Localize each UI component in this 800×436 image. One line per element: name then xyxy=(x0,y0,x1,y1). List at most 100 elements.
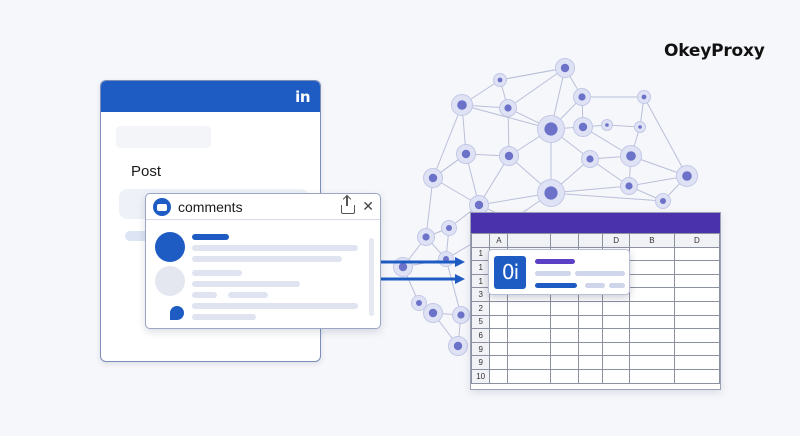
row-header[interactable]: 3 xyxy=(470,287,491,302)
grid-cell[interactable] xyxy=(578,368,604,384)
grid-cell[interactable] xyxy=(628,273,675,289)
table-row: 10 xyxy=(470,368,721,384)
grid-cell[interactable] xyxy=(628,260,675,275)
grid-cell[interactable] xyxy=(507,341,552,357)
grid-cell[interactable] xyxy=(628,341,675,357)
column-header[interactable]: B xyxy=(628,233,675,248)
grid-cell[interactable] xyxy=(673,287,721,302)
column-header[interactable] xyxy=(550,233,580,248)
grid-cell[interactable] xyxy=(628,368,675,384)
grid-cell[interactable] xyxy=(673,246,721,262)
grid-cell[interactable] xyxy=(578,300,604,316)
grid-cell[interactable] xyxy=(507,328,552,343)
arrow-head-icon xyxy=(455,257,465,267)
column-header[interactable]: D xyxy=(673,233,721,248)
grid-cell[interactable] xyxy=(602,328,630,343)
grid-cell[interactable] xyxy=(578,341,604,357)
grid-cell[interactable] xyxy=(489,314,509,330)
chat-bubble-icon xyxy=(170,306,184,320)
corner-cell xyxy=(470,233,491,248)
popup-line xyxy=(535,259,575,264)
grid-cell[interactable] xyxy=(628,287,675,302)
comment-author-line xyxy=(192,234,229,240)
grid-cell[interactable] xyxy=(602,314,630,330)
network-node xyxy=(544,122,558,136)
linkedin-logo: in xyxy=(295,88,310,106)
column-header[interactable] xyxy=(507,233,552,248)
grid-cell[interactable] xyxy=(507,314,552,330)
network-node xyxy=(586,155,594,163)
grid-cell[interactable] xyxy=(578,355,604,370)
grid-cell[interactable] xyxy=(673,355,721,370)
grid-cell[interactable] xyxy=(673,260,721,275)
grid-cell[interactable] xyxy=(489,300,509,316)
grid-cell[interactable] xyxy=(628,314,675,330)
column-header[interactable]: A xyxy=(489,233,509,248)
grid-cell[interactable] xyxy=(489,341,509,357)
comments-header: comments ✕ xyxy=(146,194,380,220)
grid-cell[interactable] xyxy=(602,300,630,316)
network-node xyxy=(578,122,588,132)
grid-cell[interactable] xyxy=(507,355,552,370)
flow-arrows xyxy=(381,257,465,284)
brand-logo: OkeyProxy xyxy=(664,41,765,61)
grid-cell[interactable] xyxy=(550,314,580,330)
grid-cell[interactable] xyxy=(602,341,630,357)
arrow-head-icon xyxy=(455,274,465,284)
comment-text-line xyxy=(192,245,358,251)
avatar xyxy=(155,232,185,262)
grid-cell[interactable] xyxy=(550,300,580,316)
network-node xyxy=(416,300,422,306)
grid-cell[interactable] xyxy=(673,341,721,357)
network-node xyxy=(428,173,438,183)
comment-text-line xyxy=(192,256,342,262)
network-node xyxy=(398,262,408,272)
row-header[interactable]: 6 xyxy=(470,328,491,343)
grid-cell[interactable] xyxy=(550,341,580,357)
grid-cell[interactable] xyxy=(489,328,509,343)
column-header[interactable]: D xyxy=(602,233,630,248)
grid-cell[interactable] xyxy=(628,246,675,262)
grid-cell[interactable] xyxy=(673,300,721,316)
table-row: 6 xyxy=(470,328,721,343)
grid-cell[interactable] xyxy=(628,300,675,316)
close-icon[interactable]: ✕ xyxy=(362,198,374,214)
network-edge xyxy=(507,67,566,109)
network-node xyxy=(641,94,647,100)
network-node xyxy=(560,63,570,73)
grid-cell[interactable] xyxy=(628,355,675,370)
network-edge xyxy=(550,192,664,202)
grid-cell[interactable] xyxy=(578,328,604,343)
share-icon[interactable] xyxy=(341,196,355,214)
network-edge xyxy=(445,258,462,316)
grid-cell[interactable] xyxy=(673,273,721,289)
grid-cell[interactable] xyxy=(673,328,721,343)
grid-cell[interactable] xyxy=(673,368,721,384)
grid-cell[interactable] xyxy=(602,368,630,384)
column-header[interactable] xyxy=(578,233,604,248)
scrollbar[interactable] xyxy=(369,238,374,316)
grid-cell[interactable] xyxy=(507,300,552,316)
grid-cell[interactable] xyxy=(550,328,580,343)
row-header[interactable]: 10 xyxy=(470,368,491,384)
row-header[interactable]: 9 xyxy=(470,341,491,357)
grid-cell[interactable] xyxy=(628,328,675,343)
row-header[interactable]: 9 xyxy=(470,355,491,370)
grid-cell[interactable] xyxy=(507,368,552,384)
grid-cell[interactable] xyxy=(489,368,509,384)
grid-cell[interactable] xyxy=(550,355,580,370)
grid-cell[interactable] xyxy=(602,355,630,370)
grid-cell[interactable] xyxy=(489,355,509,370)
grid-cell[interactable] xyxy=(673,314,721,330)
network-edge xyxy=(643,96,688,177)
network-node xyxy=(474,200,484,210)
network-node xyxy=(453,341,463,351)
row-header[interactable]: 2 xyxy=(470,300,491,316)
row-header[interactable]: 5 xyxy=(470,314,491,330)
grid-cell[interactable] xyxy=(578,314,604,330)
row-header[interactable]: 1 xyxy=(470,260,491,275)
comments-panel: comments ✕ xyxy=(145,193,381,329)
linkedin-topbar: in xyxy=(101,81,320,112)
network-node xyxy=(638,125,642,129)
grid-cell[interactable] xyxy=(550,368,580,384)
